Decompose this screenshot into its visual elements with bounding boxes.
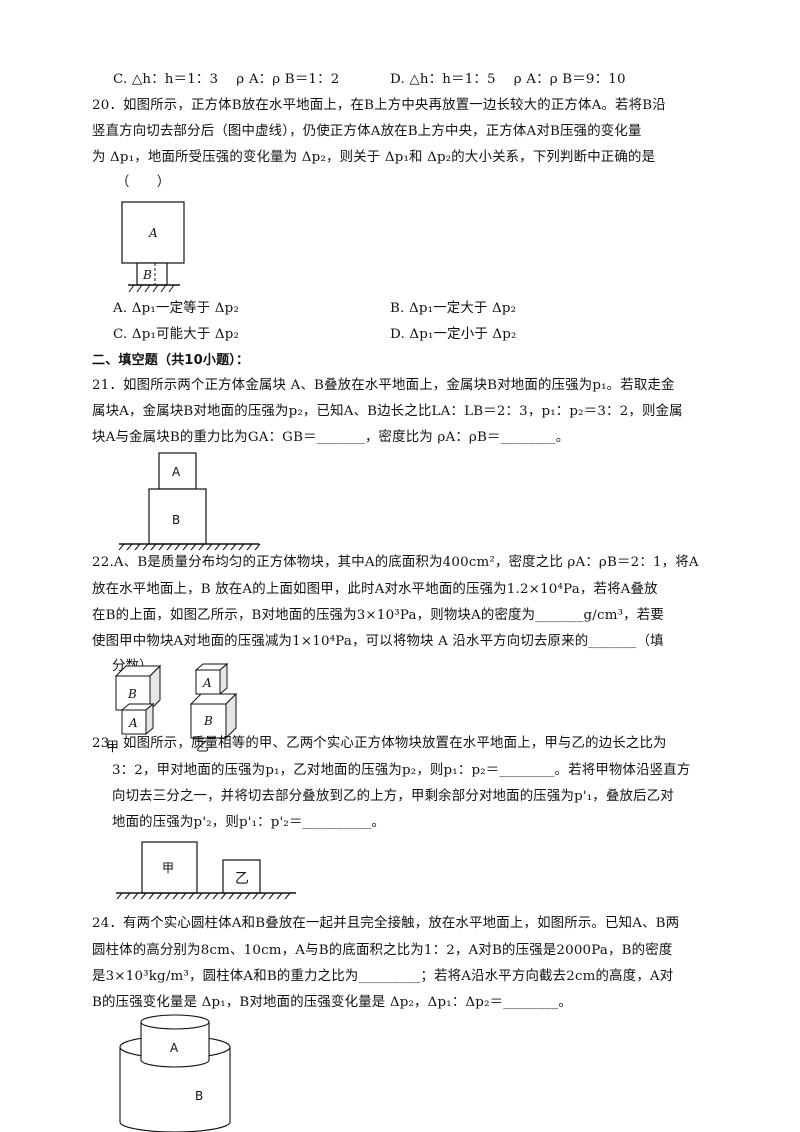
q22-stem-line3: 在B的上面，如图乙所示，B对地面的压强为3×10³Pa，则物块A的密度为____… <box>92 608 664 623</box>
q20-label-b: B <box>142 268 152 282</box>
q23-stem-line3: 向切去三分之一，并将切去部分叠放到乙的上方，甲剩余部分对地面的压强为p'₁，叠放… <box>112 789 674 804</box>
q23-block-jia <box>141 841 198 894</box>
q24-stem-line3: 是3×10³kg/m³，圆柱体A和B的重力之比为_________；若将A沿水平… <box>92 969 674 984</box>
q23-stem-line2: 3：2，甲对地面的压强为p₁，乙对地面的压强为p₂，则p₁：p₂＝_______… <box>112 763 691 778</box>
q23-stem-line1: 23．如图所示，质量相等的甲、乙两个实心正方体物块放置在水平地面上，甲与乙的边长… <box>92 736 667 751</box>
q23-figure: 甲 乙 <box>116 841 296 900</box>
q23-stem-line4: 地面的压强为p'₂，则p'₁：p'₂＝__________。 <box>112 815 386 830</box>
q21-stem-line3: 块A与金属块B的重力比为GA：GB＝_______，密度比为 ρA：ρB＝___… <box>92 430 570 445</box>
q20-option-b: B. Δp₁一定大于 Δp₂ <box>390 301 517 316</box>
q19-option-c: C. △h：h＝1：3 ρ A：ρ B＝1：2 <box>113 72 340 87</box>
q24-cylinder-a-top <box>140 1014 210 1030</box>
q24-cylinder-a-side <box>140 1022 210 1068</box>
q22-figure: B A A B <box>114 662 238 740</box>
q21-block-b <box>148 488 207 545</box>
q22-jia-cube-a <box>121 709 147 735</box>
q22-yi-label-a: A <box>202 676 212 690</box>
q21-label-b: B <box>172 513 180 527</box>
q22-jia-label-b: B <box>127 687 137 701</box>
q20-stem-line2: 竖直方向切去部分后（图中虚线），仍使正方体A放在B上方中央，正方体A对B压强的变… <box>92 124 642 139</box>
q20-option-a: A. Δp₁一定等于 Δp₂ <box>113 301 240 316</box>
q21-stem-line1: 21．如图所示两个正方体金属块 A、B叠放在水平地面上，金属块B对地面的压强为p… <box>92 378 675 393</box>
q22-caption-jia: 甲 <box>106 740 120 755</box>
q23-label-jia: 甲 <box>162 861 174 875</box>
q20-cube-a <box>121 201 185 264</box>
q19-option-d: D. △h：h＝1：5 ρ A：ρ B＝9：10 <box>390 72 626 87</box>
q22-yi-cube-b <box>190 703 227 739</box>
q22-stem-line1: 22.A、B是质量分布均匀的正方体物块，其中A的底面积为400cm²，密度之比 … <box>92 555 699 570</box>
q20-option-c: C. Δp₁可能大于 Δp₂ <box>113 327 240 342</box>
q22-stem-line4: 使图甲中物块A对地面的压强减为1×10⁴Pa，可以将物块 A 沿水平方向切去原来… <box>92 634 664 649</box>
q21-ground-hatch <box>118 543 261 551</box>
q23-ground-hatch <box>116 892 291 900</box>
q24-stem-line4: B的压强变化量是 Δp₁，B对地面的压强变化量是 Δp₂，Δp₁：Δp₂＝___… <box>92 995 572 1010</box>
q20-label-a: A <box>148 226 158 240</box>
q22-fig-yi: A B <box>189 662 238 740</box>
q20-option-d: D. Δp₁一定小于 Δp₂ <box>390 327 517 342</box>
q20-ground-hatch <box>128 284 175 293</box>
q24-stem-line2: 圆柱体的高分别为8cm、10cm，A与B的底面积之比为1：2，A对B的压强是20… <box>92 943 673 958</box>
q22-caption-yi: 乙 <box>196 740 210 755</box>
q20-answer-brackets: （ ） <box>116 175 171 190</box>
q21-stem-line2: 属块A，金属块B对地面的压强为p₂，已知A、B边长之比LA：LB＝2：3，p₁：… <box>92 404 683 419</box>
q24-label-a: A <box>170 1041 179 1055</box>
q23-block-yi <box>222 859 261 894</box>
q24-label-b: B <box>195 1089 203 1103</box>
q20-stem-line1: 20．如图所示，正方体B放在水平地面上，在B上方中央再放置一边长较大的正方体A。… <box>92 98 666 113</box>
q22-stem-line2: 放在水平地面上，B 放在A的上面如图甲，此时A对水平地面的压强为1.2×10⁴P… <box>92 582 658 597</box>
q20-stem-line3: 为 Δp₁，地面所受压强的变化量为 Δp₂，则关于 Δp₁和 Δp₂的大小关系，… <box>92 150 656 165</box>
q24-cylinder-b-side <box>119 1047 231 1132</box>
q22-yi-label-b: B <box>203 714 213 728</box>
q20-cube-b <box>136 262 168 286</box>
q21-label-a: A <box>172 465 181 479</box>
q24-figure: A B <box>119 1014 231 1132</box>
q24-stem-line1: 24．有两个实心圆柱体A和B叠放在一起并且完全接触，放在水平地面上，如图所示。已… <box>92 916 680 931</box>
section-heading-fill-in: 二、填空题（共10小题）： <box>92 353 250 368</box>
q22-jia-label-a: A <box>128 716 138 730</box>
q20-figure: A B <box>121 201 185 293</box>
q21-figure: A B <box>118 452 261 551</box>
q22-fig-jia: B A <box>114 664 162 736</box>
q23-label-yi: 乙 <box>235 871 249 887</box>
